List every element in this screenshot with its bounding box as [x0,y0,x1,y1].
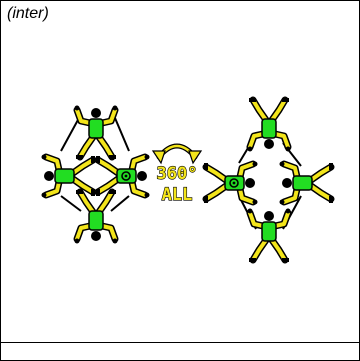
skydiver-icon [75,190,118,244]
skydiver-icon [42,155,96,198]
rotation-label: 360° [157,164,198,184]
skydiver-icon [96,155,150,198]
formation-start [42,106,150,244]
grip-lines [60,117,130,212]
formation-diagram: 360° ALL [1,1,359,341]
caption: (inter) [7,5,49,22]
skydiver-icon [248,209,291,263]
curved-double-arrow-icon [151,143,203,165]
formation-end [204,98,333,262]
bottom-divider [1,342,359,343]
grip-lines [238,142,302,230]
skydiver-icon [75,106,118,160]
skydiver-icon [280,162,334,205]
rotation-sublabel: ALL [162,185,193,205]
rotation-indicator: 360° ALL [151,143,203,206]
skydiver-icon [204,162,258,205]
skydiver-icon [248,98,291,152]
